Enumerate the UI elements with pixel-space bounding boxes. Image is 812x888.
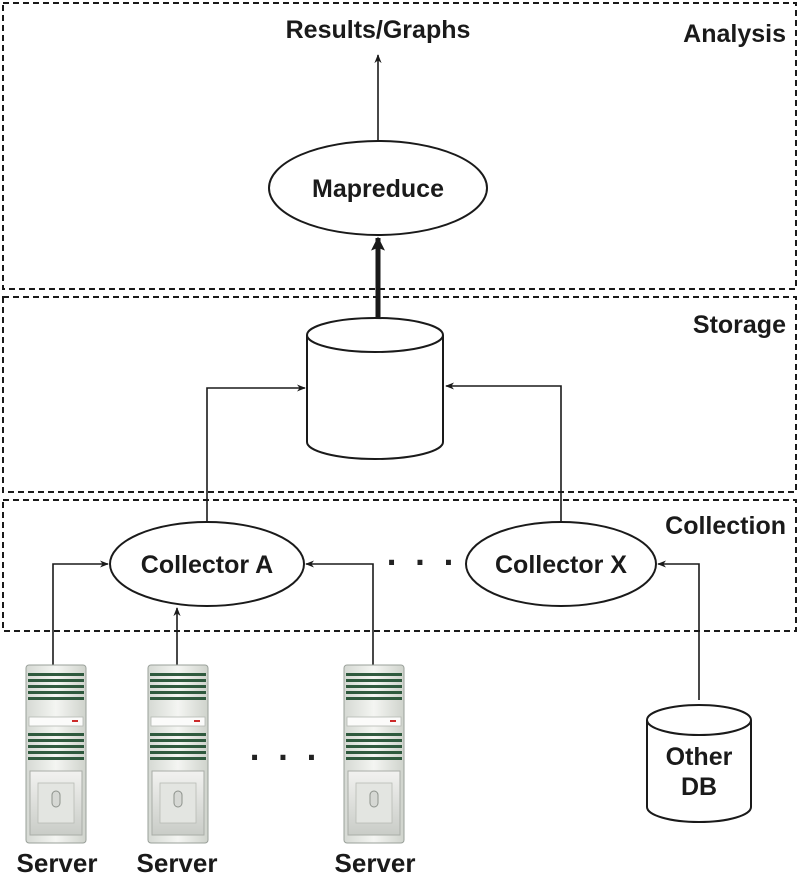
other-db-database-icon: Other DB <box>646 704 752 823</box>
server-1-to-collector-a-arrow <box>52 560 109 665</box>
analysis-zone: Analysis <box>2 2 797 290</box>
collector-x-node: Collector X <box>465 521 657 607</box>
results-graphs-label: Results/Graphs <box>286 16 471 44</box>
analysis-zone-title: Analysis <box>683 20 786 48</box>
server-3-label: Server <box>335 848 416 878</box>
other-db-to-collector-x-arrow <box>657 560 700 700</box>
servers-ellipsis: · · · <box>249 741 320 774</box>
server-icon <box>25 664 87 844</box>
other-db-label-line1: Other <box>666 743 733 771</box>
collector-x-to-storage-arrow <box>445 382 562 522</box>
storage-zone-title: Storage <box>693 311 786 339</box>
collector-a-to-storage-arrow <box>206 384 306 522</box>
collection-zone-title: Collection <box>665 512 786 540</box>
other-db-label-line2: DB <box>681 773 717 801</box>
collector-a-node: Collector A <box>109 521 305 607</box>
collection-zone: Collection <box>2 499 797 632</box>
server-1-label: Server <box>17 848 98 878</box>
collector-a-label: Collector A <box>141 551 273 579</box>
storage-database-icon <box>306 317 444 460</box>
server-2-label: Server <box>137 848 218 878</box>
server-3-to-collector-a-arrow <box>305 560 374 665</box>
collectors-ellipsis: · · · <box>386 546 457 579</box>
mapreduce-node: Mapreduce <box>268 140 488 236</box>
server-icon <box>343 664 405 844</box>
server-icon <box>147 664 209 844</box>
storage-zone: Storage <box>2 296 797 493</box>
collector-x-label: Collector X <box>495 551 627 579</box>
mapreduce-label: Mapreduce <box>312 175 444 203</box>
